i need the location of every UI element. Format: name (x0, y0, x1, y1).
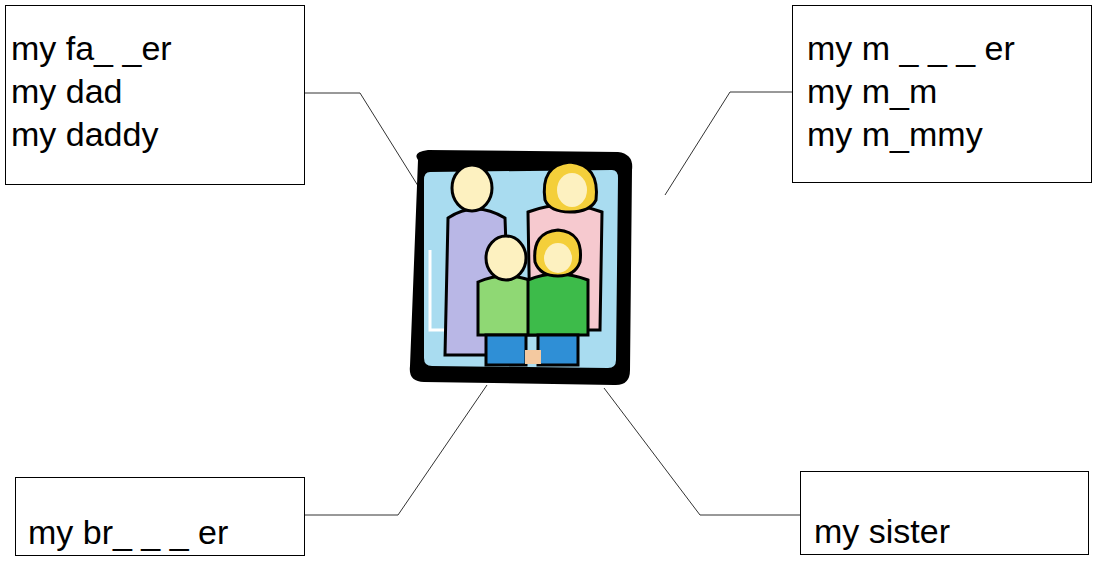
picture-frame (410, 150, 632, 385)
leader-line (665, 92, 793, 195)
word-text: my br_ _ _ er (28, 511, 296, 554)
boy-legs (486, 335, 526, 365)
word-text: my dad (11, 70, 296, 113)
girl-hair (535, 230, 581, 276)
leader-lines (305, 92, 800, 515)
leader-line (305, 385, 487, 515)
mother-hair (544, 162, 596, 212)
leader-line (305, 93, 425, 197)
girl-legs (538, 335, 578, 365)
father-head (452, 165, 492, 211)
word-text: my m _ _ _ er (807, 27, 1083, 70)
girl-shirt (528, 274, 588, 335)
word-box: my fa_ _ermy dadmy daddy (5, 5, 305, 185)
word-text: my sister (814, 510, 1080, 553)
mother-face (557, 173, 587, 207)
word-text: my fa_ _er (11, 27, 296, 70)
word-box: my m _ _ _ ermy m_mmy m_mmy (792, 5, 1092, 183)
word-text: my daddy (11, 113, 296, 156)
leader-line (604, 388, 800, 515)
boy-shirt (478, 276, 535, 335)
family-picture (410, 150, 632, 385)
word-box: my sister (800, 471, 1089, 555)
word-text: my m_m (807, 70, 1083, 113)
word-text: my m_mmy (807, 113, 1083, 156)
floor-patch (525, 350, 541, 364)
boy-head (486, 236, 526, 280)
word-box: my br_ _ _ er (15, 477, 305, 556)
girl-face (544, 243, 572, 273)
